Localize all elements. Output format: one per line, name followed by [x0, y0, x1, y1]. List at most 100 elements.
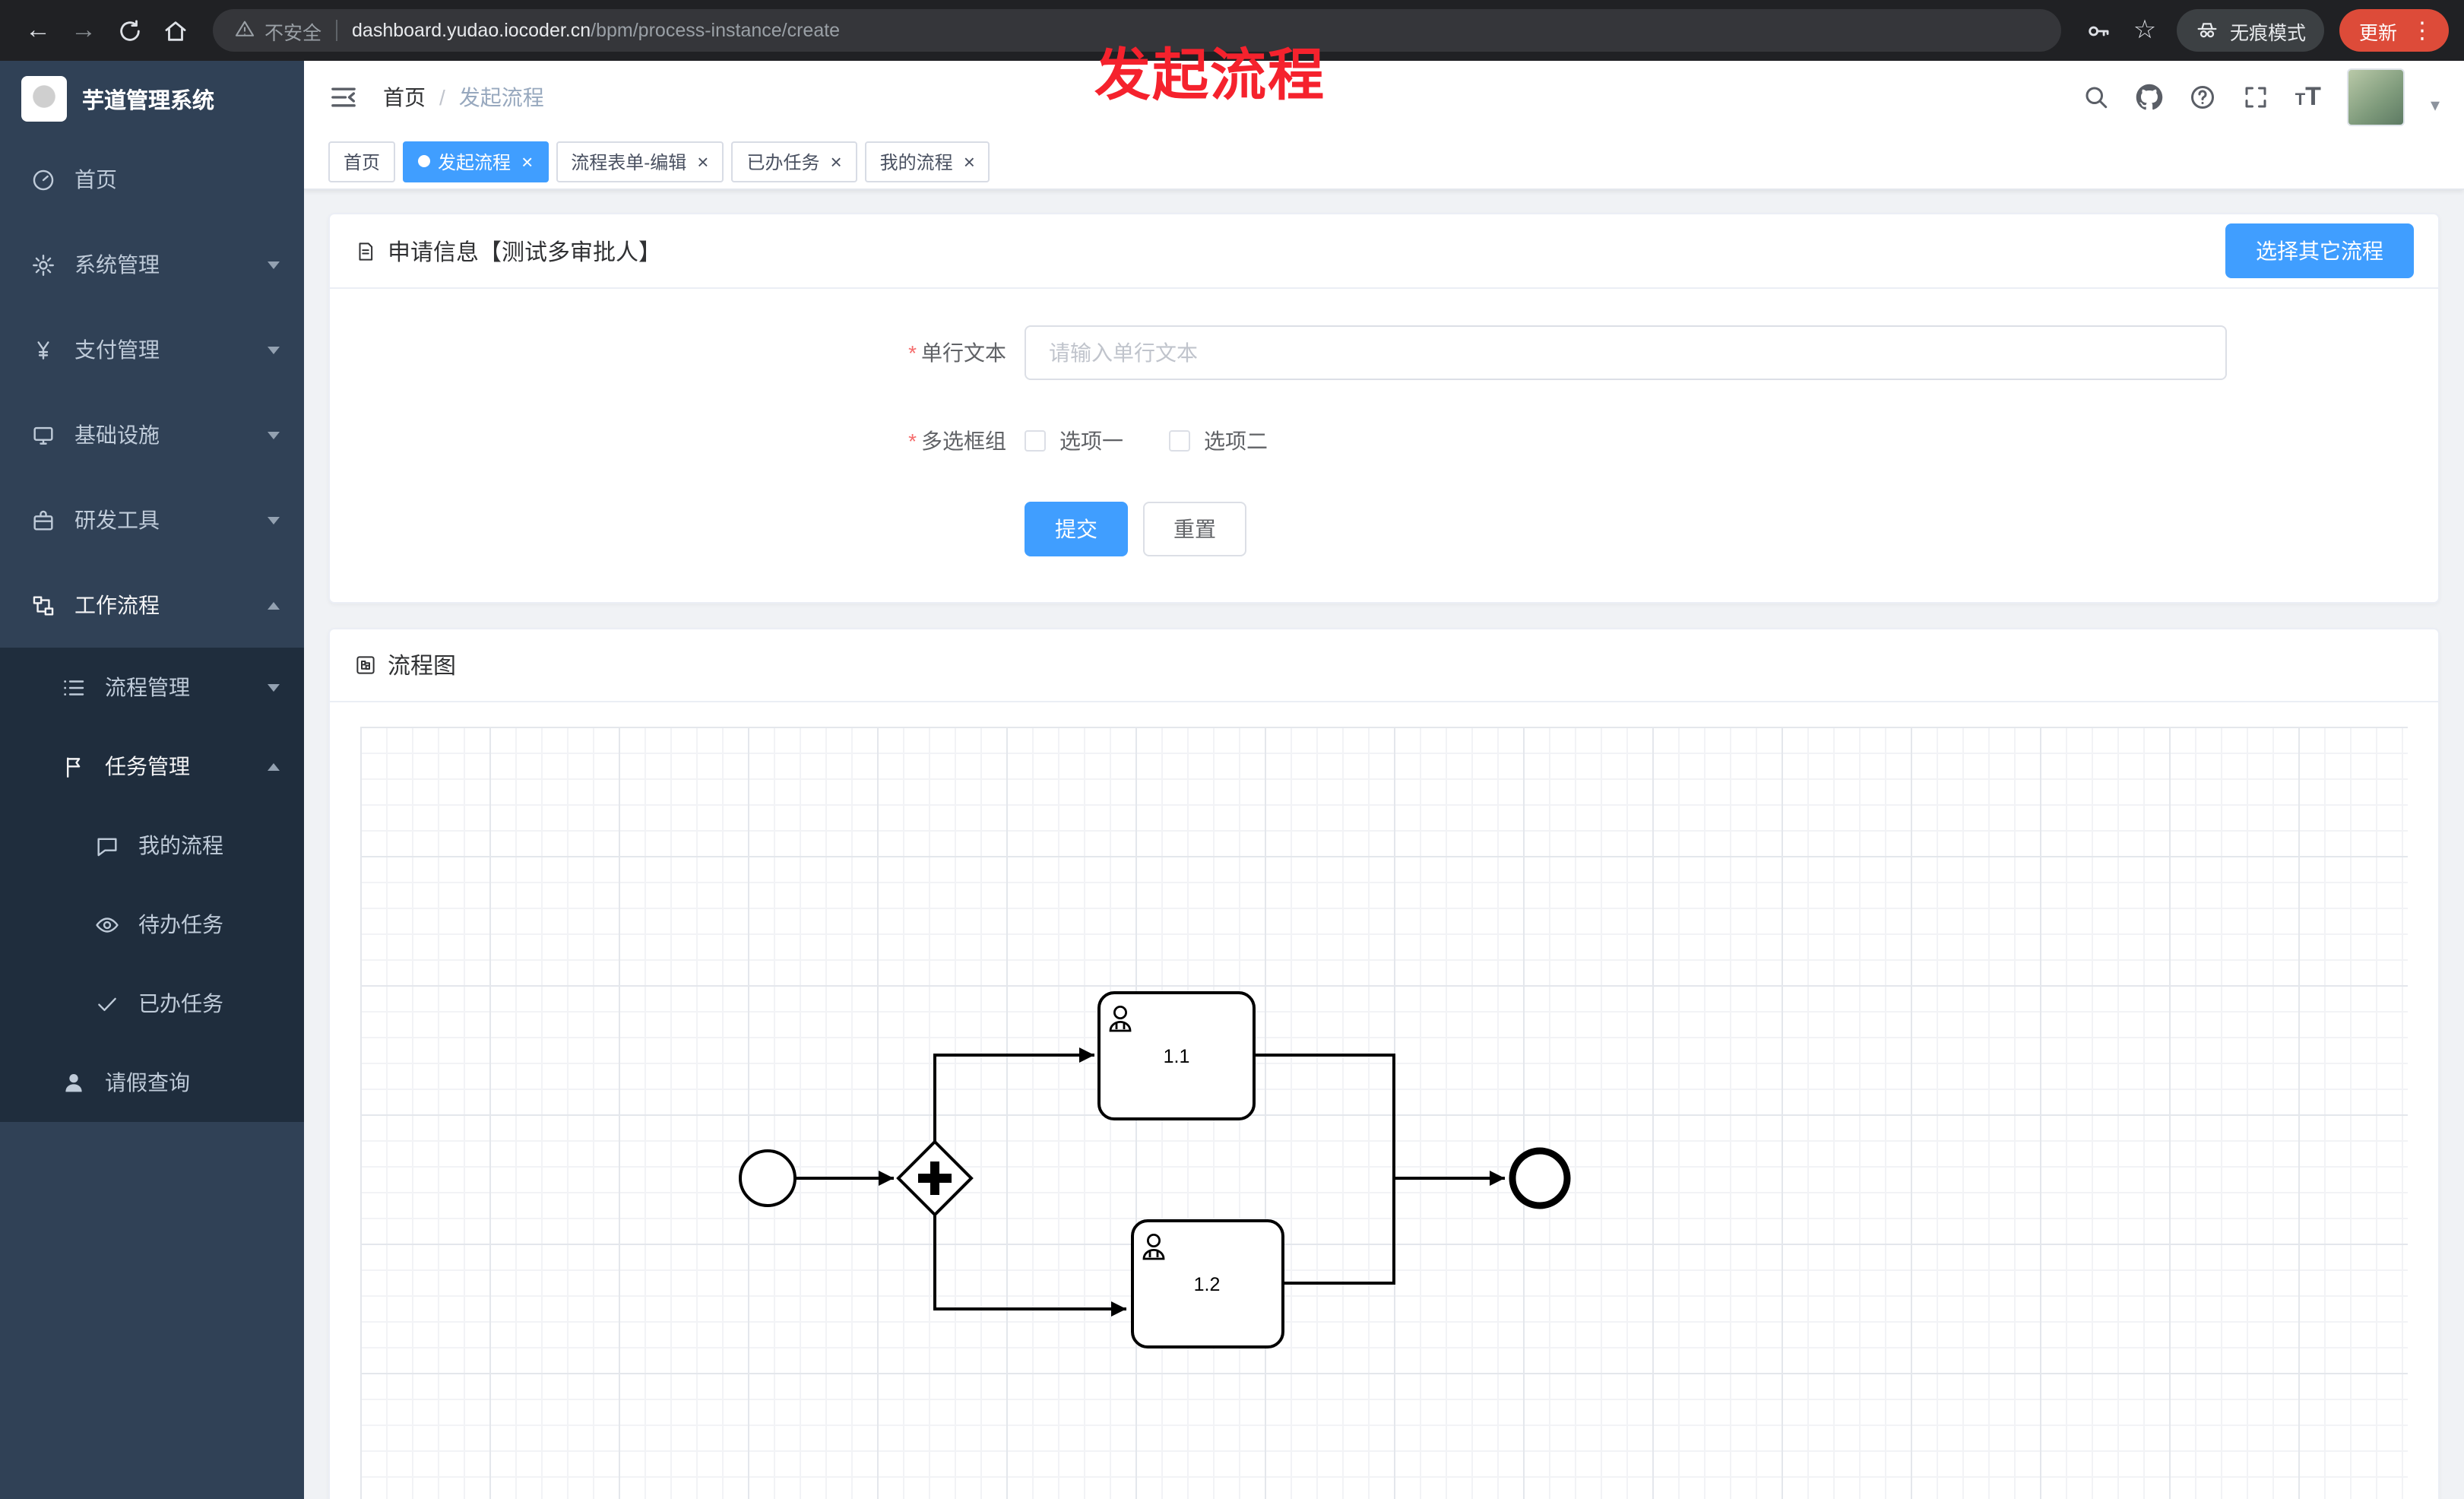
user-task-1-1[interactable]: [1097, 991, 1256, 1120]
sidebar-item-infrastructure[interactable]: 基础设施: [0, 392, 304, 477]
breadcrumb: 首页 / 发起流程: [383, 82, 544, 113]
app-logo[interactable]: 芋道管理系统: [0, 61, 304, 137]
check-icon: [98, 997, 116, 1010]
active-tab-dot: [418, 155, 431, 167]
avatar-caret-icon[interactable]: ▾: [2430, 94, 2440, 116]
start-event[interactable]: [739, 1149, 797, 1207]
sidebar-item-done-tasks[interactable]: 已办任务: [0, 964, 304, 1043]
select-other-process-button[interactable]: 选择其它流程: [2225, 223, 2414, 278]
checkbox-box[interactable]: [1025, 430, 1046, 452]
sidebar-item-my-process[interactable]: 我的流程: [0, 806, 304, 885]
tab-close-icon[interactable]: ×: [521, 150, 534, 173]
tab-close-icon[interactable]: ×: [830, 150, 842, 173]
tab-close-icon[interactable]: ×: [697, 150, 709, 173]
flow-task-1-1-to-merge[interactable]: [1254, 1054, 1395, 1178]
address-bar[interactable]: 不安全 dashboard.yudao.iocoder.cn/bpm/proce…: [213, 9, 2061, 52]
tab-label: 已办任务: [746, 151, 820, 173]
browser-refresh-icon[interactable]: [106, 8, 152, 53]
sidebar-item-devtools[interactable]: 研发工具: [0, 477, 304, 563]
button-row: 提交 重置: [1025, 502, 1246, 556]
user-task-1-2[interactable]: [1131, 1219, 1284, 1348]
tab-my-process[interactable]: 我的流程 ×: [864, 141, 990, 182]
flow-gateway-to-task-1-2[interactable]: [933, 1215, 1126, 1317]
logo-image: [21, 76, 67, 122]
checkbox-option-2[interactable]: 选项二: [1169, 426, 1268, 456]
browser-back-icon[interactable]: ←: [25, 15, 51, 44]
breadcrumb-home[interactable]: 首页: [383, 85, 426, 109]
document-icon: [359, 242, 373, 260]
sidebar-item-label: 工作流程: [74, 593, 160, 617]
submit-button[interactable]: 提交: [1025, 502, 1128, 556]
chevron-down-icon: [268, 516, 280, 524]
sidebar-item-label: 支付管理: [74, 338, 160, 362]
tab-home[interactable]: 首页: [328, 141, 396, 182]
flow-gateway-to-task-1-1[interactable]: [933, 1047, 1094, 1142]
sidebar-item-payment[interactable]: 支付管理: [0, 307, 304, 392]
breadcrumb-separator: /: [439, 85, 445, 109]
sidebar-item-home[interactable]: 首页: [0, 137, 304, 222]
dashboard-icon: [33, 169, 54, 190]
tab-done-tasks[interactable]: 已办任务 ×: [731, 141, 857, 182]
task-label: 1.1: [1164, 1046, 1190, 1067]
flag-icon: [67, 756, 81, 777]
incognito-badge: 无痕模式: [2176, 9, 2324, 52]
text-input[interactable]: [1025, 325, 2227, 380]
workflow-submenu: 流程管理 任务管理 我的流程 待办任务 已办任务 请假: [0, 648, 304, 1122]
process-form: *单行文本 *多选框组 选项一 选项二: [330, 289, 2438, 602]
checkbox-box[interactable]: [1169, 430, 1190, 452]
github-icon[interactable]: [2136, 84, 2163, 111]
chevron-down-icon: [268, 683, 280, 691]
sidebar-item-label: 请假查询: [105, 1070, 190, 1095]
tab-create-process[interactable]: 发起流程 ×: [403, 141, 549, 182]
chrome-menu-kebab-icon[interactable]: ⋮: [2411, 17, 2434, 43]
form-card-header: 申请信息【测试多审批人】 选择其它流程: [330, 214, 2438, 289]
incognito-icon: [2197, 23, 2217, 38]
browser-home-icon[interactable]: [152, 8, 198, 53]
sidebar-item-workflow[interactable]: 工作流程: [0, 563, 304, 648]
search-icon[interactable]: [2082, 84, 2110, 111]
key-icon[interactable]: [2076, 8, 2122, 53]
tab-label: 首页: [344, 151, 381, 173]
form-card-title-text: 申请信息【测试多审批人】: [388, 239, 662, 265]
tab-form-edit[interactable]: 流程表单-编辑 ×: [556, 141, 724, 182]
person-icon: [65, 1073, 82, 1092]
end-event[interactable]: [1509, 1147, 1571, 1209]
sidebar-item-process-management[interactable]: 流程管理: [0, 648, 304, 727]
flow-task-1-2-to-merge[interactable]: [1283, 1178, 1395, 1285]
reset-button[interactable]: 重置: [1143, 502, 1246, 556]
sidebar-item-label: 我的流程: [138, 833, 223, 857]
sidebar-item-label: 流程管理: [105, 675, 190, 699]
sidebar-item-task-management[interactable]: 任务管理: [0, 727, 304, 806]
sidebar-item-system[interactable]: 系统管理: [0, 222, 304, 307]
user-avatar[interactable]: [2346, 68, 2405, 126]
chrome-update-button[interactable]: 更新 ⋮: [2339, 9, 2449, 52]
task-label: 1.2: [1194, 1274, 1221, 1295]
fullscreen-icon[interactable]: [2242, 84, 2269, 111]
form-card-title: 申请信息【测试多审批人】: [354, 235, 661, 267]
font-size-small-t: T: [2295, 91, 2306, 109]
browser-toolbar: ← → 不安全 dashboard.yudao.iocoder.cn/bpm/p…: [0, 0, 2464, 61]
bpmn-canvas[interactable]: 1.1 1.2: [360, 727, 2408, 1499]
sidebar-collapse-icon[interactable]: [328, 82, 359, 113]
tab-label: 我的流程: [879, 151, 953, 173]
required-asterisk: *: [908, 429, 917, 453]
tab-label: 发起流程: [438, 151, 511, 173]
help-icon[interactable]: [2189, 84, 2216, 111]
font-size-big-t: T: [2305, 82, 2321, 111]
bookmark-star-icon[interactable]: ☆: [2133, 15, 2157, 44]
checkbox-option-1[interactable]: 选项一: [1025, 426, 1123, 456]
browser-forward-icon[interactable]: →: [71, 15, 97, 44]
yen-icon: [37, 341, 49, 359]
bpmn-diagram[interactable]: 1.1 1.2: [360, 727, 2408, 1499]
application-info-card: 申请信息【测试多审批人】 选择其它流程 *单行文本 *多选框组 选项一: [328, 213, 2440, 604]
breadcrumb-current: 发起流程: [458, 85, 544, 109]
chevron-down-icon: [268, 431, 280, 439]
eye-icon: [96, 917, 119, 932]
chat-bubble-icon: [97, 837, 117, 856]
sidebar-item-leave-query[interactable]: 请假查询: [0, 1043, 304, 1122]
tab-close-icon[interactable]: ×: [963, 150, 975, 173]
sidebar-item-todo-tasks[interactable]: 待办任务: [0, 885, 304, 964]
